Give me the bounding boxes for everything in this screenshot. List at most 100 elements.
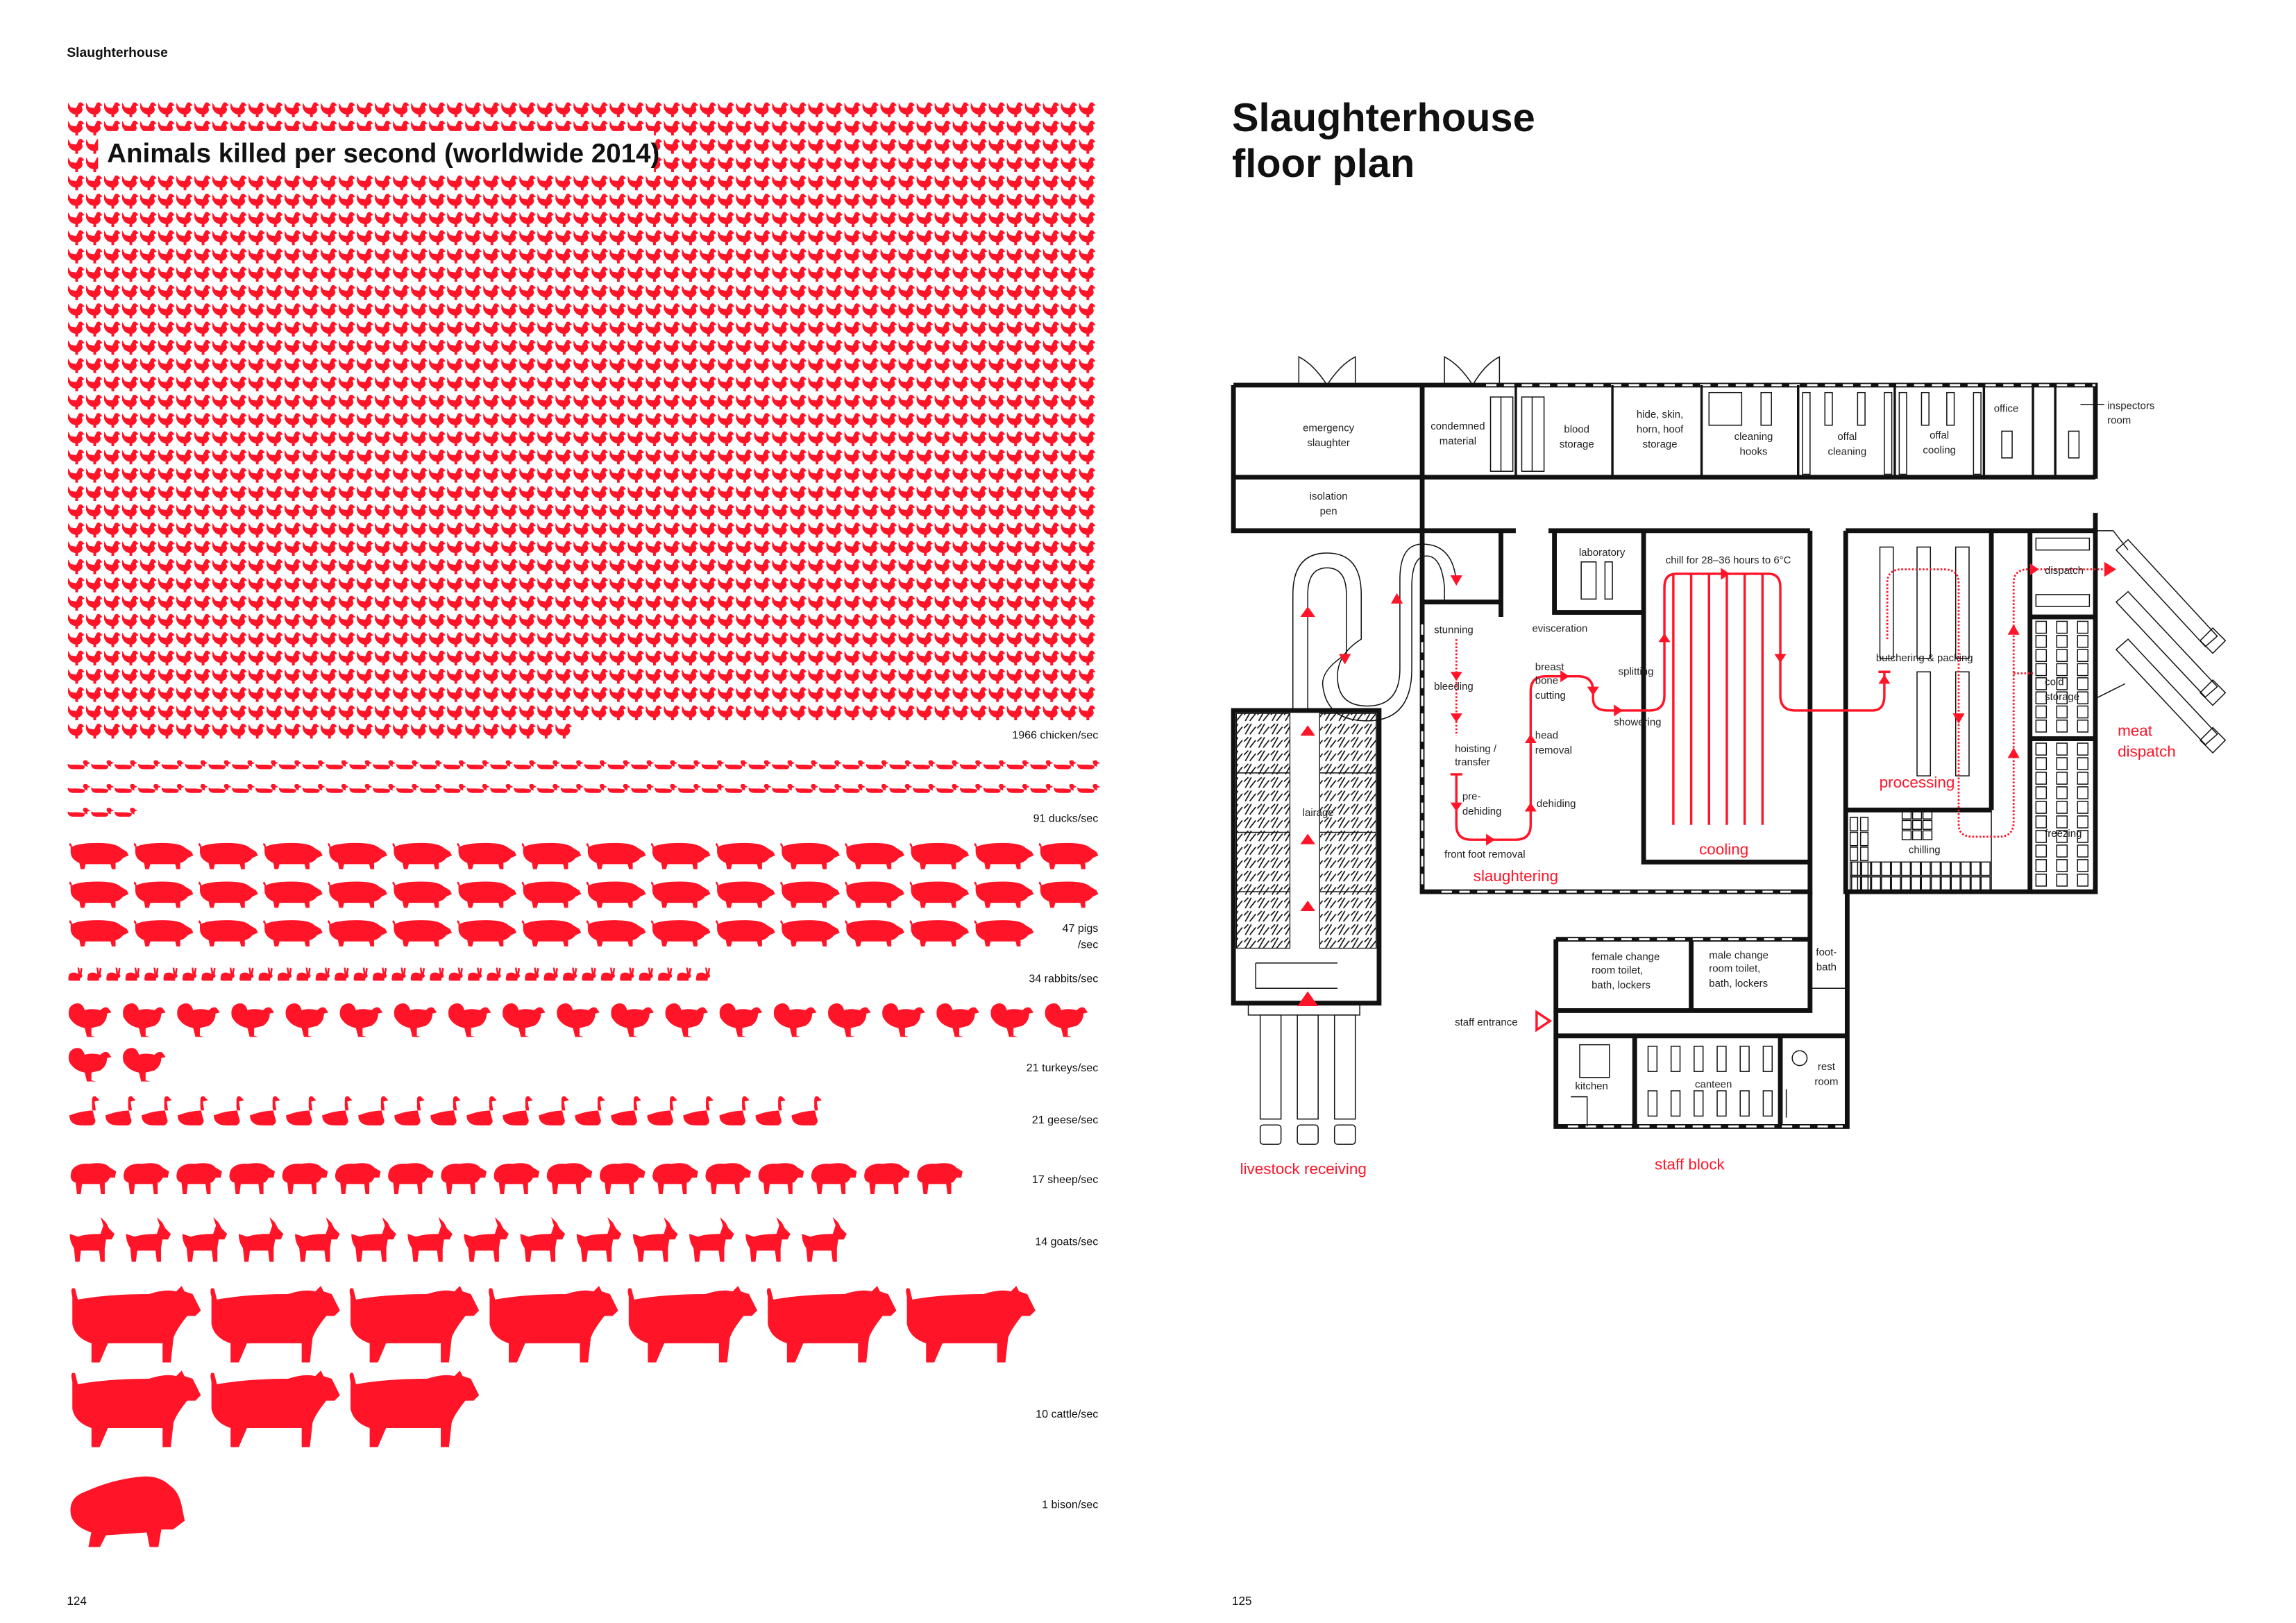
chicken-icon — [230, 687, 247, 702]
chicken-icon — [483, 230, 500, 246]
chicken-icon — [808, 339, 825, 355]
chicken-icon — [916, 339, 934, 355]
shelf-cell — [1861, 876, 1871, 891]
chicken-icon — [555, 504, 573, 520]
chicken-icon — [808, 139, 825, 154]
chicken-icon — [158, 102, 175, 117]
chicken-icon — [880, 668, 897, 684]
chicken-icon — [140, 632, 157, 647]
chicken-icon — [790, 102, 807, 117]
chicken-icon — [645, 577, 663, 593]
rabbits-icon — [201, 967, 216, 981]
chicken-icon — [267, 449, 283, 465]
chicken-icon — [718, 449, 735, 465]
chicken-icon — [537, 394, 555, 410]
chicken-icon — [591, 687, 609, 702]
chicken-icon — [609, 559, 627, 575]
chicken-icon — [700, 284, 717, 300]
chicken-icon — [212, 358, 229, 373]
chicken-icon — [429, 358, 446, 373]
chicken-icon — [880, 541, 897, 556]
chicken-icon — [67, 102, 85, 117]
chicken-icon — [321, 687, 337, 702]
chicken-icon — [429, 248, 446, 264]
chicken-icon — [519, 723, 537, 739]
pigs-icon — [263, 842, 323, 869]
chicken-icon — [140, 431, 157, 446]
chicken-icon — [988, 175, 1006, 191]
chicken-icon — [736, 613, 753, 629]
chicken-icon — [212, 376, 229, 391]
chicken-icon — [429, 212, 446, 227]
chicken-icon — [357, 577, 373, 593]
chicken-icon — [86, 284, 103, 300]
chicken-icon — [1006, 230, 1024, 246]
room-label: slaughter — [1307, 437, 1350, 449]
shelf-cell — [2056, 786, 2068, 799]
chicken-icon — [609, 230, 627, 246]
chicken-icon — [952, 541, 970, 556]
chicken-icon — [230, 175, 247, 191]
chicken-icon — [682, 303, 699, 318]
chicken-icon — [664, 687, 681, 702]
chicken-icon — [862, 230, 879, 246]
chicken-icon — [429, 559, 446, 575]
chicken-icon — [1024, 486, 1042, 501]
chicken-icon — [970, 248, 988, 264]
step-label: cutting — [1535, 690, 1566, 702]
chicken-icon — [916, 705, 934, 721]
chicken-icon — [754, 650, 771, 665]
ducks-icon — [466, 783, 490, 793]
pigs-icon — [909, 842, 970, 869]
chicken-icon — [627, 321, 645, 337]
pigs-icon — [133, 881, 194, 908]
chicken-icon — [104, 194, 121, 209]
chicken-icon — [67, 613, 85, 629]
chicken-icon — [772, 358, 789, 373]
chicken-icon — [212, 705, 229, 721]
shelf-cell — [1911, 819, 1923, 830]
chicken-icon — [555, 413, 573, 428]
chicken-icon — [862, 303, 879, 318]
chicken-icon — [609, 504, 627, 520]
chicken-icon — [212, 687, 229, 702]
pigs-icon — [845, 842, 905, 869]
chicken-icon — [411, 248, 428, 264]
chicken-icon — [718, 339, 735, 355]
chicken-icon — [916, 577, 934, 593]
chicken-icon — [285, 449, 301, 465]
chicken-icon — [1079, 595, 1096, 611]
chicken-icon — [194, 230, 211, 246]
chicken-icon — [555, 522, 573, 538]
chicken-icon — [140, 376, 157, 391]
chicken-icon — [736, 376, 753, 391]
chicken-icon — [393, 339, 410, 355]
chicken-icon — [844, 577, 861, 593]
pigs-icon — [650, 881, 711, 908]
chicken-icon — [1061, 687, 1078, 702]
chicken-icon — [664, 120, 681, 136]
chicken-icon — [321, 376, 337, 391]
chicken-icon — [844, 394, 861, 410]
geese-icon — [358, 1096, 389, 1125]
chicken-icon — [1079, 449, 1096, 465]
chicken-icon — [790, 632, 807, 647]
chicken-icon — [880, 230, 897, 246]
chicken-icon — [898, 358, 915, 373]
chicken-icon — [140, 102, 157, 117]
chicken-icon — [718, 687, 735, 702]
chicken-icon — [1006, 248, 1024, 264]
chicken-icon — [754, 413, 771, 428]
chicken-icon — [952, 339, 970, 355]
chicken-icon — [898, 468, 915, 483]
chicken-icon — [754, 613, 771, 629]
chicken-icon — [790, 504, 807, 520]
chicken-icon — [122, 559, 139, 575]
chicken-icon — [988, 559, 1006, 575]
chicken-icon — [357, 394, 373, 410]
chicken-icon — [808, 120, 825, 136]
chicken-icon — [1006, 650, 1024, 665]
chicken-icon — [411, 339, 428, 355]
room-label: kitchen — [1575, 1080, 1607, 1092]
ducks-icon — [232, 783, 255, 793]
